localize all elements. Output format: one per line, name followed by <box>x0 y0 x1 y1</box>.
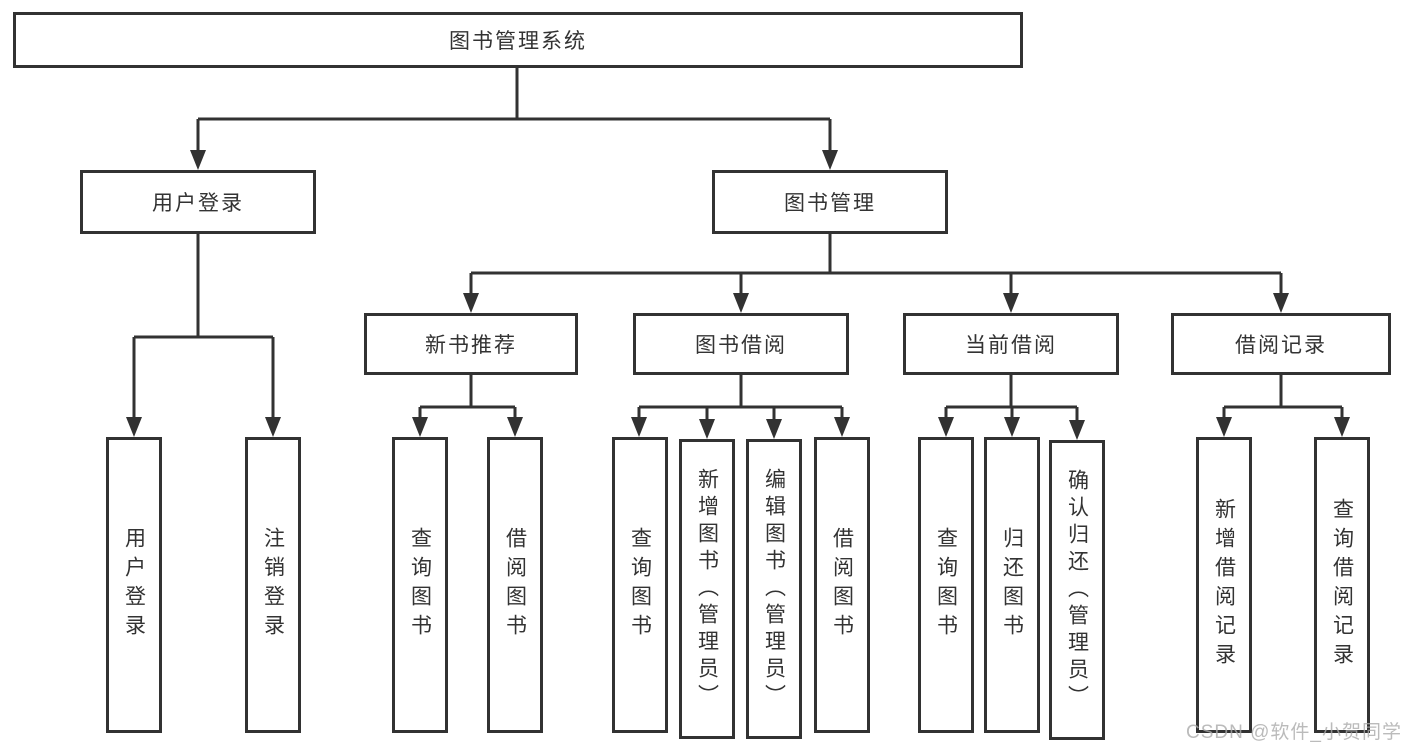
node-book-management: 图书管理 <box>712 170 948 234</box>
leaf-borrow-book-recommend: 借阅图书 <box>487 437 543 733</box>
leaf-user-login: 用户登录 <box>106 437 162 733</box>
leaf-confirm-return-admin-label: 确认归还（管理员） <box>1065 468 1089 712</box>
leaf-query-borrow-record: 查询借阅记录 <box>1314 437 1370 733</box>
leaf-return-book: 归还图书 <box>984 437 1040 733</box>
leaf-logout: 注销登录 <box>245 437 301 733</box>
node-current-borrow-label: 当前借阅 <box>965 334 1057 357</box>
leaf-add-book-admin: 新增图书（管理员） <box>679 439 735 739</box>
node-user-login: 用户登录 <box>80 170 316 234</box>
node-borrow-record-label: 借阅记录 <box>1235 334 1327 357</box>
node-user-login-label: 用户登录 <box>152 192 244 215</box>
leaf-query-book-recommend-label: 查询图书 <box>408 527 432 643</box>
node-new-book-recommend-label: 新书推荐 <box>425 334 517 357</box>
leaf-logout-label: 注销登录 <box>261 527 285 643</box>
node-book-management-label: 图书管理 <box>784 192 876 215</box>
leaf-borrow-book-label: 借阅图书 <box>830 527 854 643</box>
leaf-query-book-borrow-label: 查询图书 <box>628 527 652 643</box>
leaf-borrow-book-recommend-label: 借阅图书 <box>503 527 527 643</box>
leaf-edit-book-admin-label: 编辑图书（管理员） <box>762 467 786 711</box>
leaf-query-book-borrow: 查询图书 <box>612 437 668 733</box>
node-new-book-recommend: 新书推荐 <box>364 313 578 375</box>
leaf-return-book-label: 归还图书 <box>1000 527 1024 643</box>
leaf-add-book-admin-label: 新增图书（管理员） <box>695 467 719 711</box>
leaf-add-borrow-record-label: 新增借阅记录 <box>1212 498 1236 672</box>
leaf-edit-book-admin: 编辑图书（管理员） <box>746 439 802 739</box>
leaf-user-login-label: 用户登录 <box>122 527 146 643</box>
leaf-query-book-current-label: 查询图书 <box>934 527 958 643</box>
leaf-borrow-book: 借阅图书 <box>814 437 870 733</box>
node-book-borrow: 图书借阅 <box>633 313 849 375</box>
node-current-borrow: 当前借阅 <box>903 313 1119 375</box>
node-borrow-record: 借阅记录 <box>1171 313 1391 375</box>
csdn-watermark: CSDN @软件_小贺同学 <box>1186 722 1402 743</box>
leaf-query-borrow-record-label: 查询借阅记录 <box>1330 498 1354 672</box>
node-root-system-label: 图书管理系统 <box>449 30 587 53</box>
node-book-borrow-label: 图书借阅 <box>695 334 787 357</box>
leaf-query-book-recommend: 查询图书 <box>392 437 448 733</box>
leaf-confirm-return-admin: 确认归还（管理员） <box>1049 440 1105 740</box>
leaf-query-book-current: 查询图书 <box>918 437 974 733</box>
node-root-system: 图书管理系统 <box>13 12 1023 68</box>
leaf-add-borrow-record: 新增借阅记录 <box>1196 437 1252 733</box>
